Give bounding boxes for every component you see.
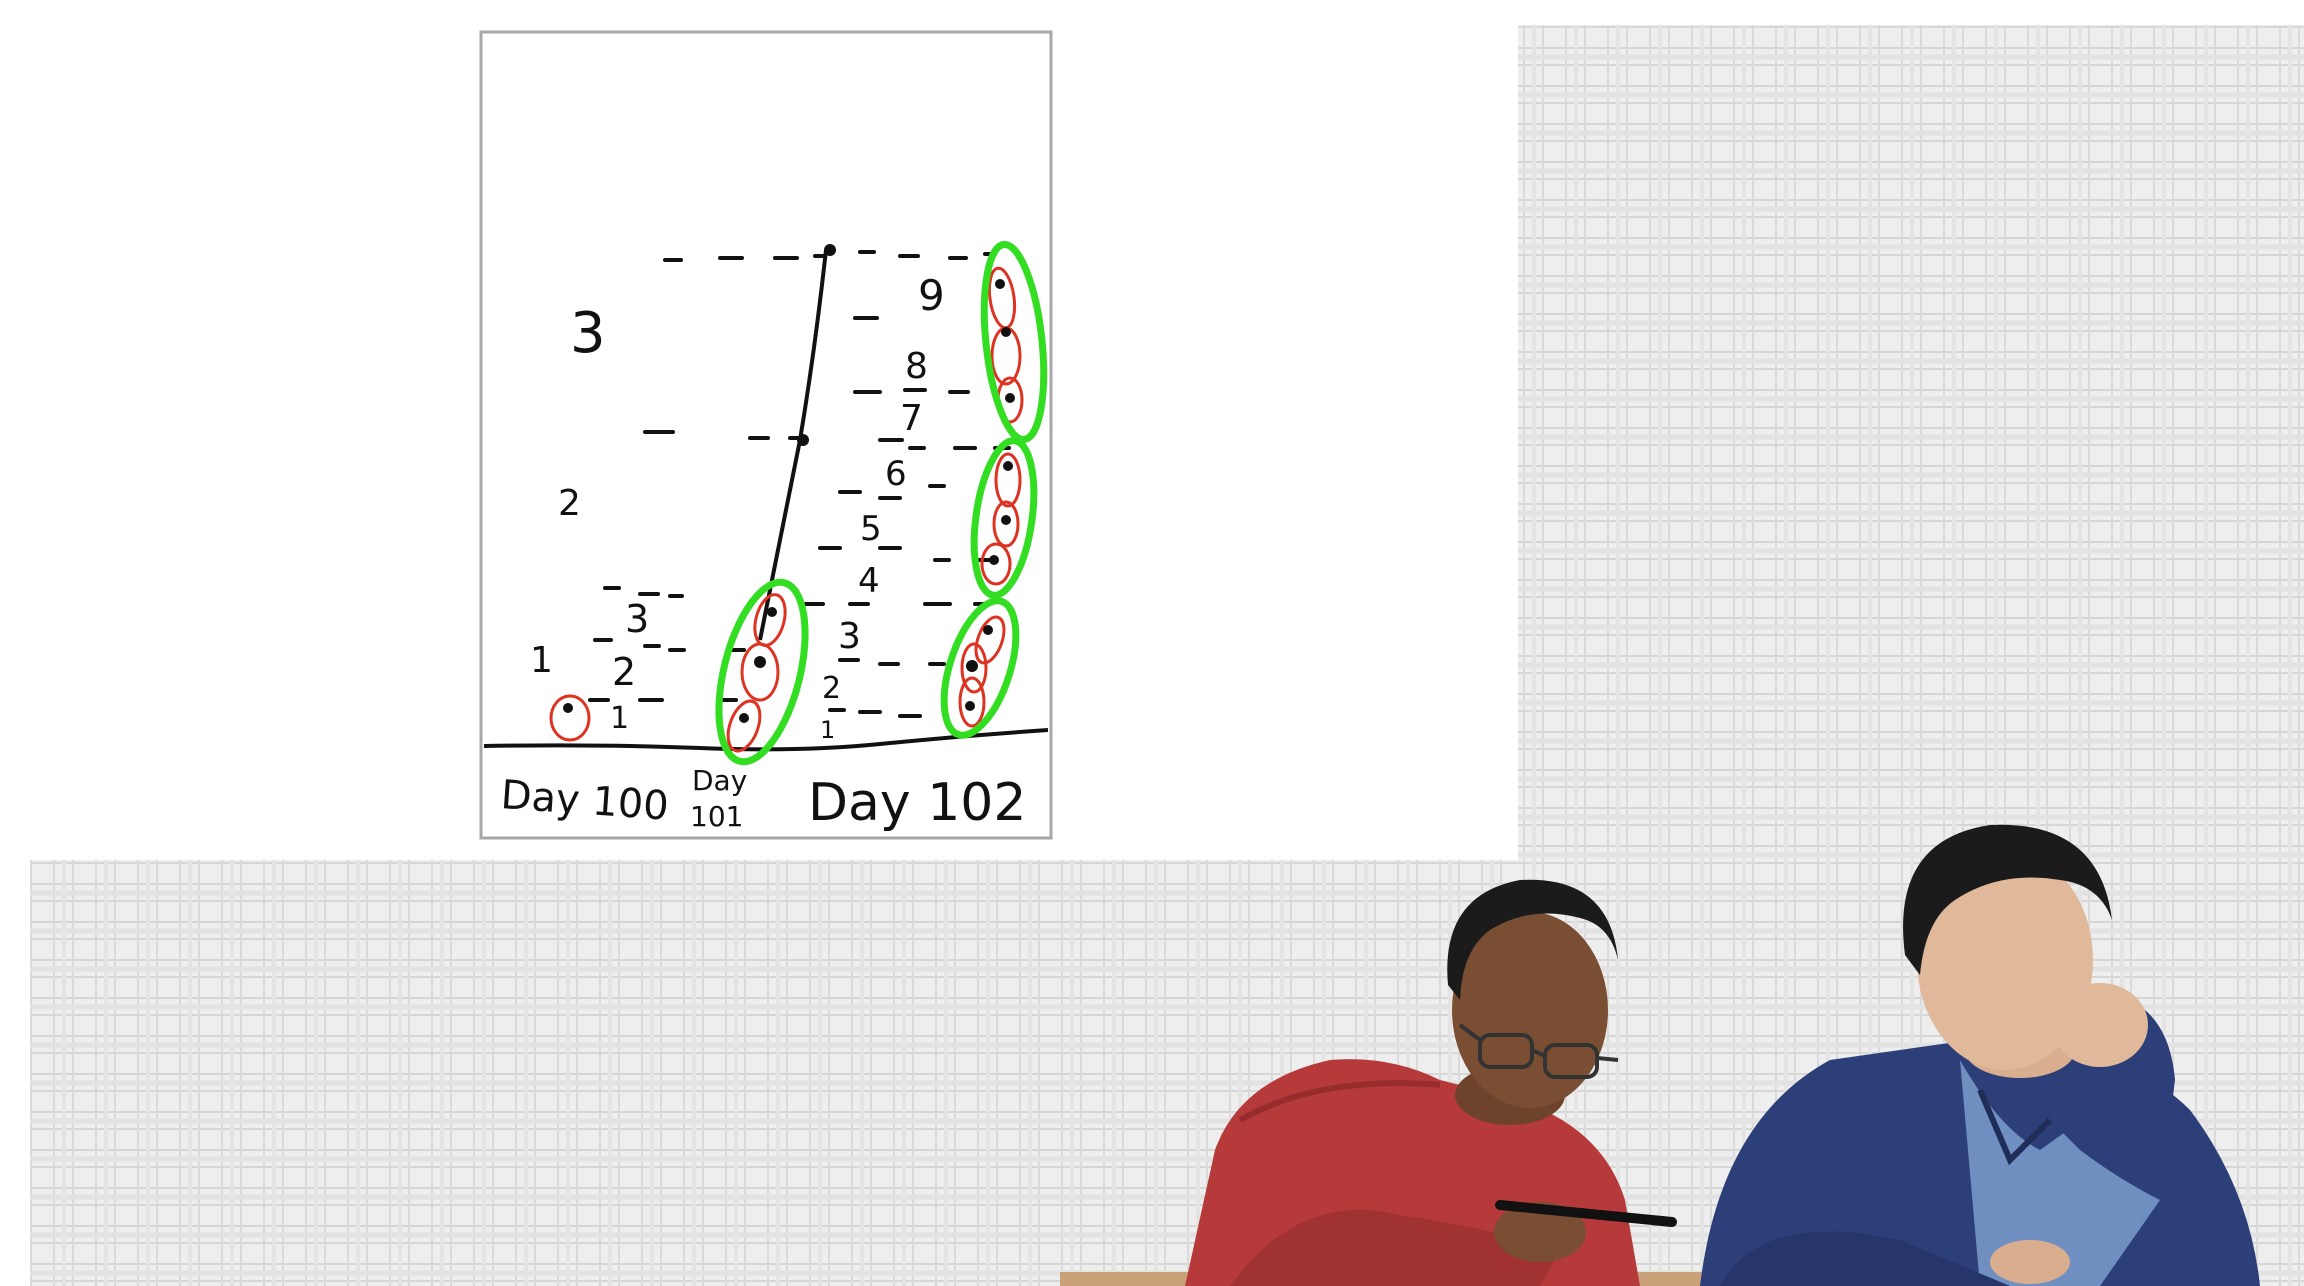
left-student-face (1452, 912, 1608, 1108)
glasses-icon (1458, 1023, 1619, 1079)
dashed-level-lines (588, 250, 1011, 718)
right-student-face (1917, 850, 2093, 1070)
right-student (1700, 824, 2260, 1286)
left-white-strip (0, 0, 30, 1286)
curve-dot-mid (797, 434, 809, 446)
right-student-lower-hand (1990, 1240, 2070, 1284)
day100-count-3: 3 (625, 597, 649, 641)
row-label-1: 1 (530, 640, 553, 681)
day102-count-5: 5 (860, 509, 882, 549)
day102-label: Day 102 (808, 773, 1026, 833)
drawing-page (479, 30, 1053, 840)
day102-count-4: 4 (858, 561, 880, 601)
row-label-2: 2 (558, 483, 581, 524)
day102-count-8: 8 (905, 346, 928, 387)
right-student-hand (2052, 983, 2148, 1067)
right-student-arm (2040, 1000, 2175, 1200)
day102-count-2: 2 (822, 671, 841, 706)
left-student (1185, 879, 1677, 1286)
growth-curve (758, 249, 828, 641)
left-student-arm (1230, 1209, 1560, 1286)
green-loops (715, 240, 1048, 766)
pen-icon (1495, 1200, 1677, 1227)
left-student-hand (1494, 1202, 1586, 1262)
right-student-hair (1903, 824, 2112, 975)
ink-dots (563, 279, 1015, 723)
day102-count-7: 7 (900, 398, 923, 439)
day101-label-bottom: 101 (690, 800, 743, 833)
day102-count-9: 9 (918, 271, 945, 320)
day102-count-3: 3 (838, 616, 861, 657)
day102-count-1: 1 (820, 716, 835, 744)
day100-count-1: 1 (610, 701, 629, 736)
curve-dot-top (824, 244, 836, 256)
day101-label-top: Day (692, 764, 747, 797)
day102-count-6: 6 (885, 454, 907, 494)
day100-count-2: 2 (612, 650, 636, 694)
left-student-hair (1447, 879, 1618, 1000)
row-label-3: 3 (570, 301, 606, 366)
